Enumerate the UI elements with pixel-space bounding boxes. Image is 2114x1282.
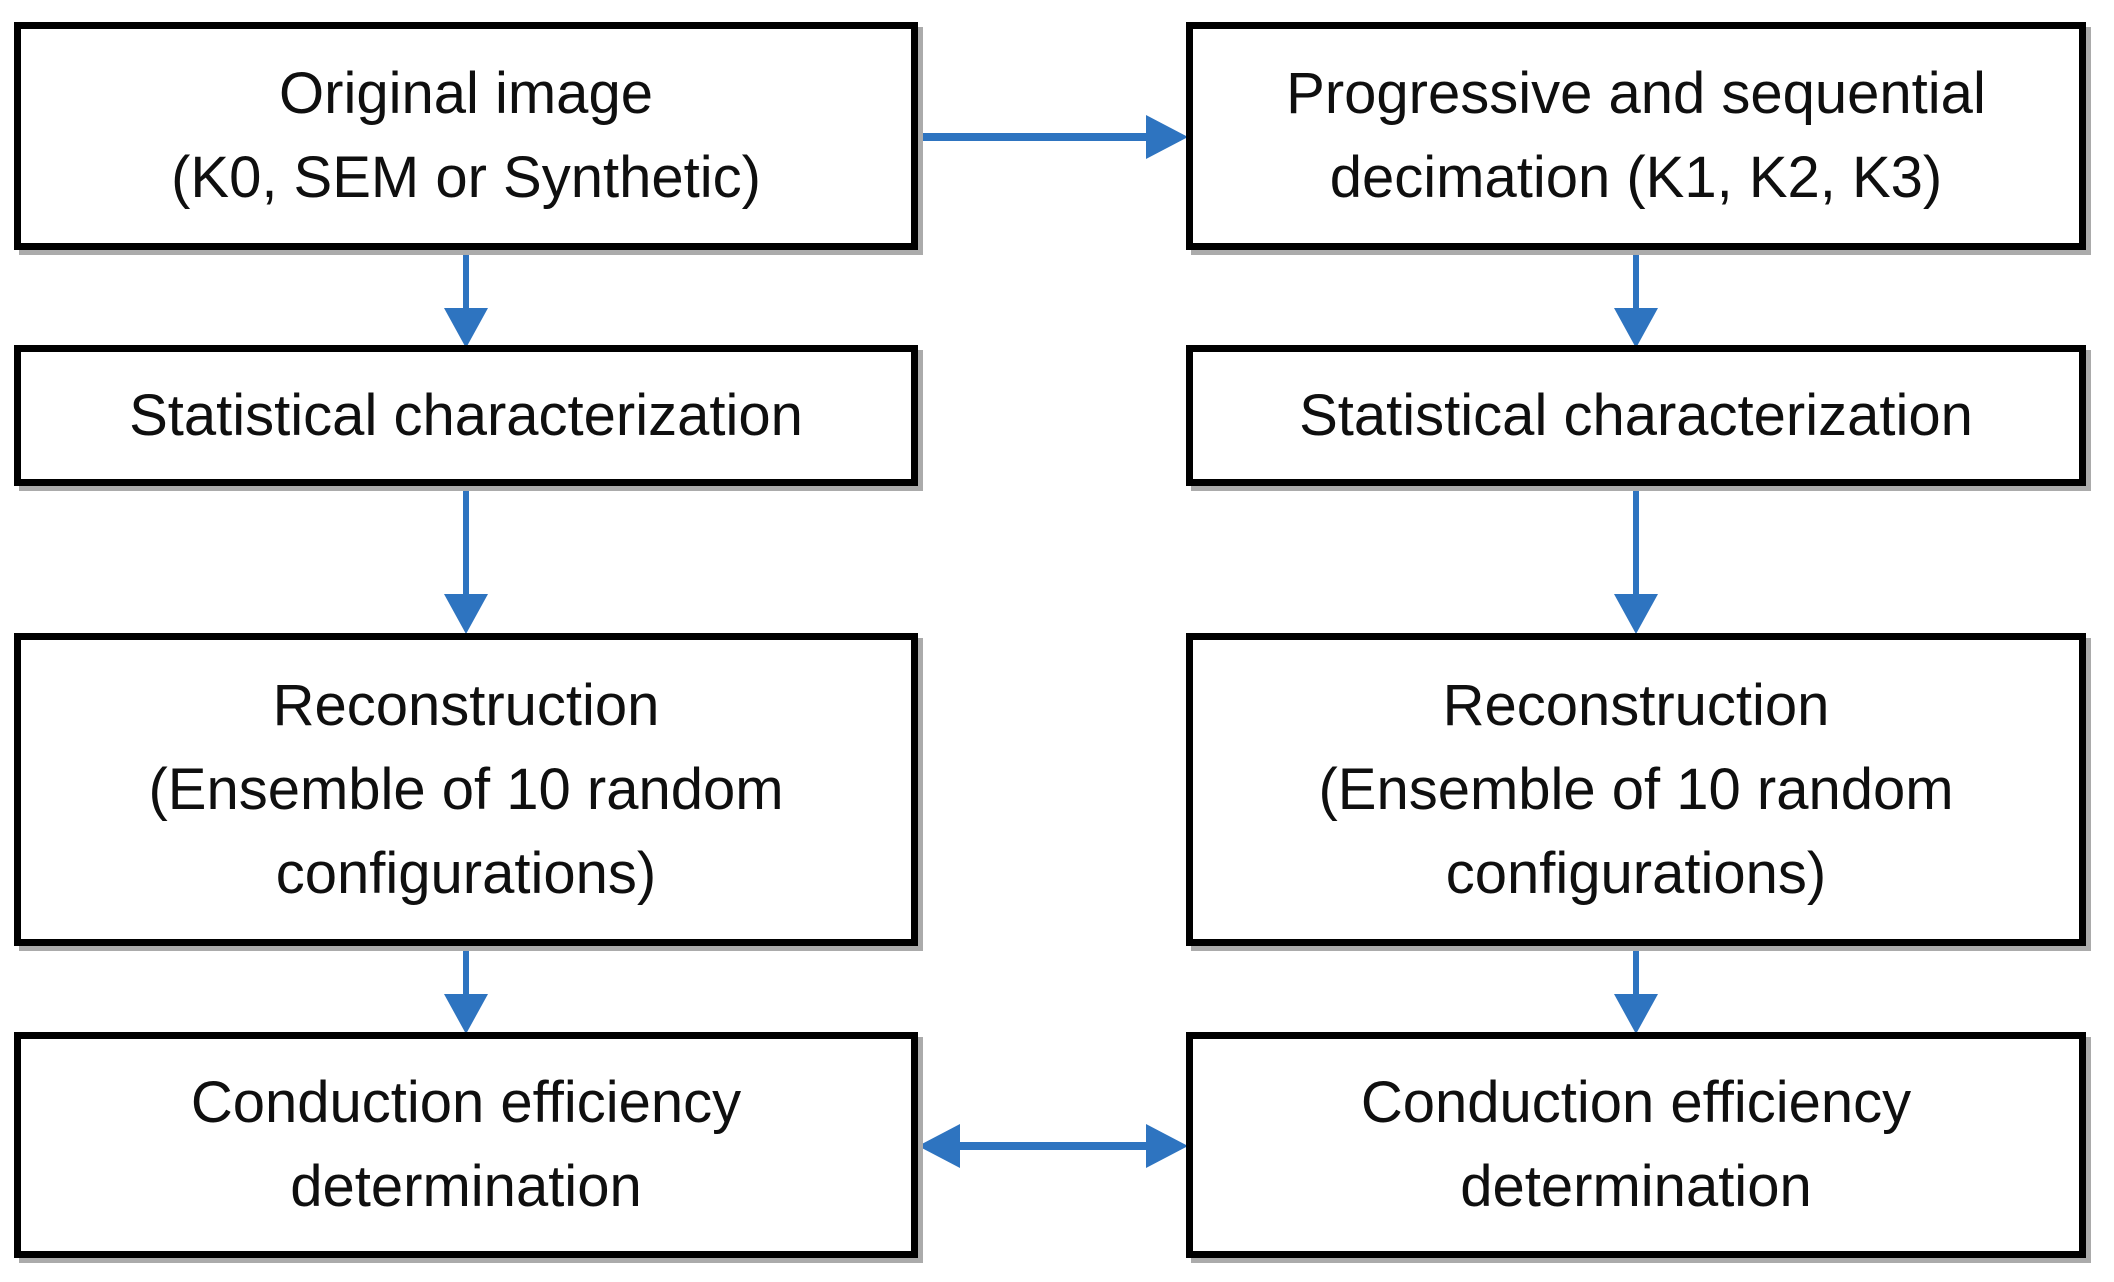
box-reconstruction-left: Reconstruction (Ensemble of 10 random co… [14,633,918,946]
arrow-decimation-to-statistical [1614,252,1658,348]
box-text-line: Statistical characterization [1299,382,1973,448]
box-text-line: configurations) [1445,840,1827,906]
box-conduction-efficiency-left: Conduction efficiency determination [14,1032,918,1258]
box-original-image: Original image (K0, SEM or Synthetic) [14,22,918,250]
arrow-reconstruction-to-conduction-right [1614,948,1658,1034]
box-text-line: (Ensemble of 10 random [148,756,784,822]
box-text-line: Statistical characterization [129,382,803,448]
box-text-line: Reconstruction [272,672,660,738]
box-text-line: Reconstruction [1442,672,1830,738]
box-text-line: decimation (K1, K2, K3) [1329,145,1943,210]
arrow-statistical-to-reconstruction-left [444,488,488,634]
arrow-original-to-decimation [920,115,1188,159]
arrow-conduction-bidirectional [918,1124,1188,1168]
arrow-reconstruction-to-conduction-left [444,948,488,1034]
box-text-line: Conduction efficiency [1360,1070,1912,1135]
box-text-line: configurations) [275,840,657,906]
box-text-line: Conduction efficiency [190,1070,742,1135]
arrow-original-to-statistical [444,252,488,348]
box-text-line: (K0, SEM or Synthetic) [171,145,761,210]
box-statistical-characterization-left: Statistical characterization [14,345,918,486]
box-text-line: (Ensemble of 10 random [1318,756,1954,822]
box-text-line: determination [290,1154,642,1219]
box-progressive-decimation: Progressive and sequential decimation (K… [1186,22,2086,250]
box-text-line: Original image [279,61,653,126]
box-statistical-characterization-right: Statistical characterization [1186,345,2086,486]
box-text-line: determination [1460,1154,1812,1219]
box-conduction-efficiency-right: Conduction efficiency determination [1186,1032,2086,1258]
arrow-statistical-to-reconstruction-right [1614,488,1658,634]
box-text-line: Progressive and sequential [1286,61,1986,126]
box-reconstruction-right: Reconstruction (Ensemble of 10 random co… [1186,633,2086,946]
